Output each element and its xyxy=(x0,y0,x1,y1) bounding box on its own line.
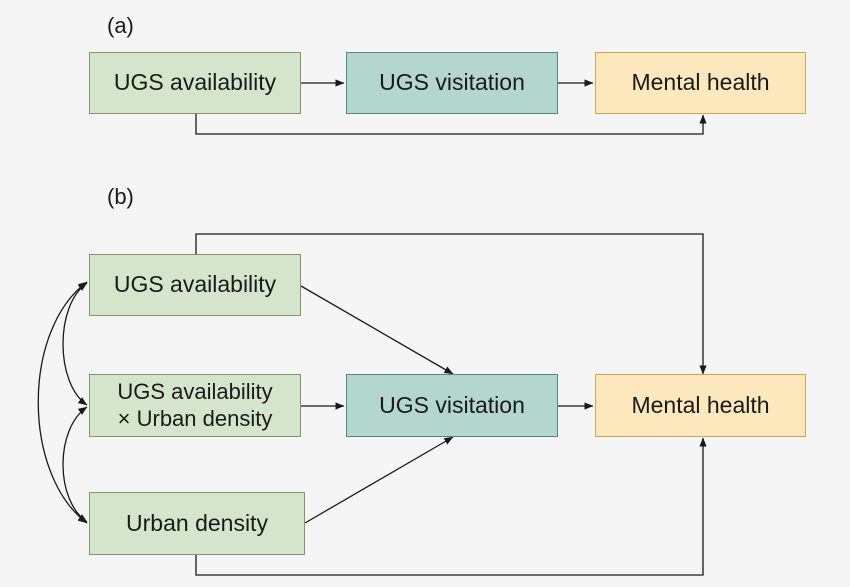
a-arrow-availability-mental-direct xyxy=(195,114,707,135)
b-arrow-availability-mental-direct xyxy=(195,233,707,375)
a-node-mental-health: Mental health xyxy=(595,52,806,114)
b-covariance-availability-interaction xyxy=(62,282,88,406)
a-node-mental-health-text: Mental health xyxy=(631,69,770,96)
b-node-urban-density: Urban density xyxy=(89,492,305,555)
b-node-ugs-visitation-text: UGS visitation xyxy=(379,391,525,418)
b-covariance-availability-density xyxy=(37,281,88,524)
b-arrow-availability-visitation xyxy=(300,285,454,375)
a-node-ugs-availability-text: UGS availability xyxy=(113,69,277,96)
a-node-ugs-visitation: UGS visitation xyxy=(346,52,558,114)
a-node-ugs-availability: UGS availability xyxy=(89,52,301,114)
b-node-mental-health: Mental health xyxy=(595,374,806,437)
b-node-interaction: UGS availability × Urban density xyxy=(89,374,301,437)
b-node-mental-health-text: Mental health xyxy=(631,391,770,418)
panel-a-label: (a) xyxy=(107,13,134,38)
a-node-ugs-visitation-text: UGS visitation xyxy=(379,69,525,96)
b-arrow-density-visitation xyxy=(304,436,454,524)
b-node-ugs-availability: UGS availability xyxy=(89,254,301,316)
b-node-interaction-text: UGS availability × Urban density xyxy=(117,379,273,431)
b-node-ugs-availability-text: UGS availability xyxy=(113,271,277,298)
b-node-ugs-visitation: UGS visitation xyxy=(346,374,558,437)
b-arrow-density-mental-direct xyxy=(195,437,707,576)
b-covariance-interaction-density xyxy=(62,406,88,523)
b-node-urban-density-text: Urban density xyxy=(126,509,268,536)
panel-b-label: (b) xyxy=(107,184,134,209)
